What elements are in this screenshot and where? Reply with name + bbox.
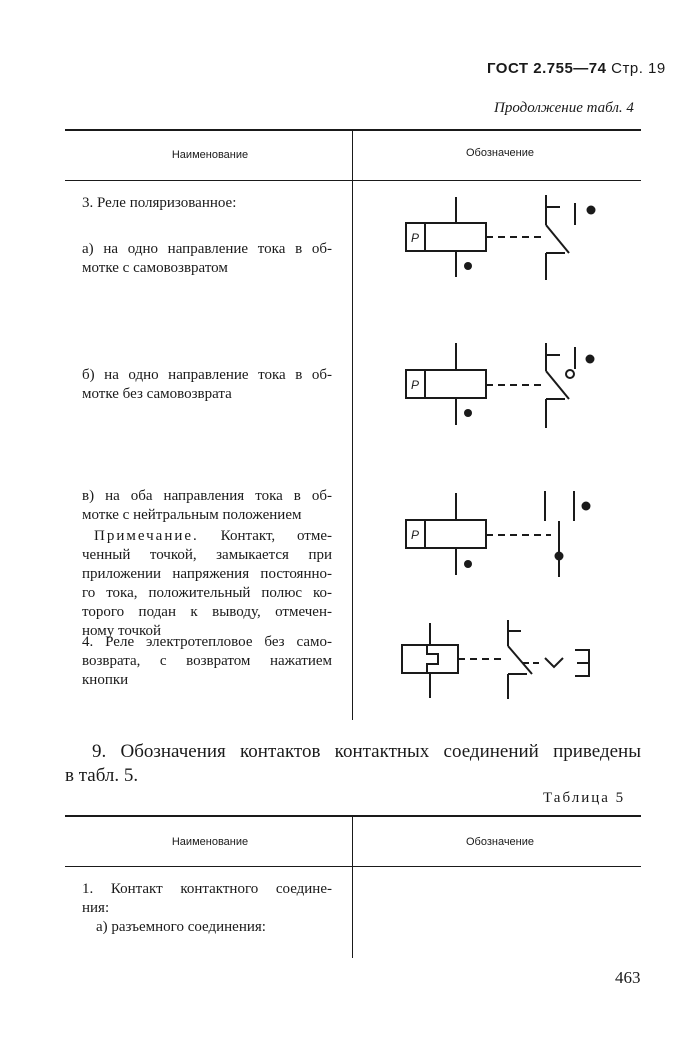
relay-3a-letter: P [411,231,419,245]
item3c-text: в) на оба направления тока в об- мотке с… [82,488,332,523]
page-label: Стр. 19 [611,60,666,77]
table4-col-symbol: Обозначение [465,147,535,159]
table4-header-rule [65,180,641,181]
table4-top-rule [65,129,641,131]
table5-col-name: Наименование [171,836,249,848]
table5-caption: Таблица 5 [543,790,626,806]
table-continuation-label: Продолжение табл. 4 [494,100,634,116]
relay-symbols: P P P [401,195,596,699]
table5-item1: 1. Контакт контактного соедине- ния: а) … [82,881,332,935]
relay-3c-letter: P [411,528,419,542]
table5-column-divider [352,816,353,958]
page-header: ГОСТ 2.755—74 Стр. 19 [487,60,666,77]
item3b-text: б) на одно направление тока в об- мотке … [82,367,332,402]
relay-3b-symbol [405,343,576,428]
relay-3a-symbol [405,195,576,280]
paragraph-9: 9. Обозначения контактов контактных соед… [65,741,641,786]
item3a-text: а) на одно направление тока в об- мотке … [82,241,332,276]
standard-number: ГОСТ 2.755—74 [487,60,607,77]
table5-header-rule [65,866,641,867]
item4-text: 4. Реле электротепловое без само- возвра… [82,634,332,688]
relay-3c-symbol [405,491,575,577]
item3-title: 3. Реле поляризованное: [82,195,237,211]
note-text: Примечание. Контакт, отме- ченный точкой… [82,528,332,639]
page-number: 463 [615,968,641,987]
relay-3b-letter: P [411,378,419,392]
table5-col-symbol: Обозначение [465,836,535,848]
table4-column-divider [352,130,353,720]
table5-top-rule [65,815,641,817]
thermal-relay-symbol [401,620,590,699]
table4-col-name: Наименование [171,149,249,161]
